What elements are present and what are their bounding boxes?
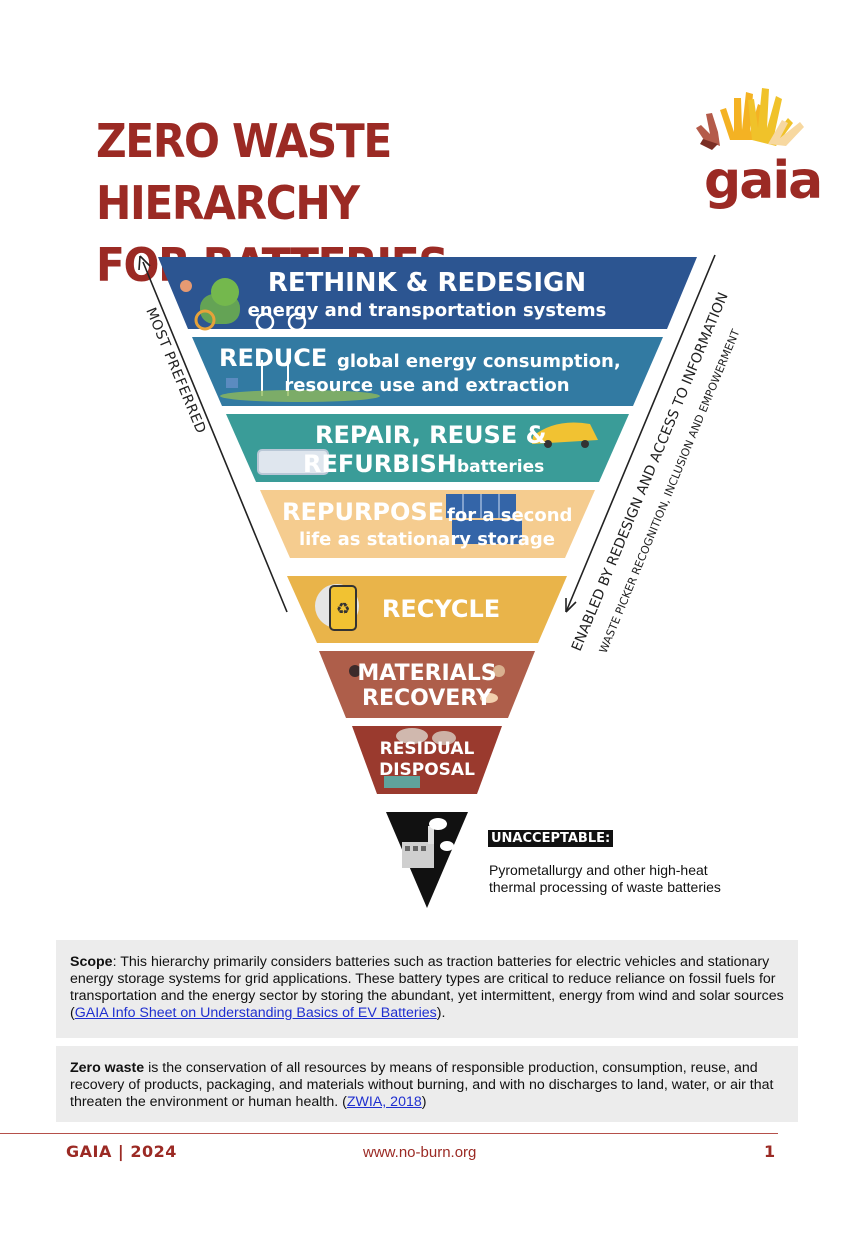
- tier-2-sub-1: global energy consumption,: [337, 351, 621, 372]
- tier-5-heading: RECYCLE: [382, 595, 500, 623]
- tier-recycle: ♻ RECYCLE: [287, 576, 567, 643]
- footer-org-year: GAIA | 2024: [66, 1142, 177, 1161]
- zero-waste-box: Zero waste is the conservation of all re…: [56, 1046, 798, 1122]
- unacceptable-description: Pyrometallurgy and other high-heat therm…: [489, 862, 769, 896]
- unacceptable-line-1: Pyrometallurgy and other high-heat: [489, 862, 708, 878]
- gaia-logo: gaia: [696, 88, 820, 210]
- tier-2-heading: REDUCE: [219, 344, 327, 372]
- hands-icon: [696, 88, 804, 150]
- tier-3-heading-2: REFURBISH: [303, 450, 457, 478]
- unacceptable-triangle: [386, 812, 468, 908]
- zero-waste-label: Zero waste: [70, 1060, 145, 1076]
- tier-4-sub-2: life as stationary storage: [299, 529, 555, 550]
- scope-label: Scope: [70, 954, 113, 970]
- solar-panel-icon: [446, 494, 522, 544]
- tier-3-sub: batteries: [457, 457, 544, 477]
- scope-box: Scope: This hierarchy primarily consider…: [56, 940, 798, 1038]
- tier-3-heading-1: REPAIR, REUSE &: [315, 421, 547, 449]
- tier-repurpose: REPURPOSE for a second life as stationar…: [260, 490, 595, 558]
- tier-reduce: REDUCE global energy consumption, resour…: [192, 337, 663, 406]
- unacceptable-label: UNACCEPTABLE:: [488, 830, 614, 847]
- scope-end: ).: [436, 1005, 446, 1021]
- tier-7-heading-1: RESIDUAL: [380, 739, 475, 759]
- tier-6-heading-2: RECOVERY: [362, 686, 493, 711]
- tier-rethink-redesign: RETHINK & REDESIGN energy and transporta…: [158, 257, 697, 332]
- logo-text: gaia: [704, 151, 820, 210]
- title-line-1: ZERO WASTE HIERARCHY: [96, 114, 392, 230]
- tier-2-sub-2: resource use and extraction: [284, 375, 569, 396]
- ev-batteries-link[interactable]: GAIA Info Sheet on Understanding Basics …: [74, 1005, 437, 1021]
- tier-1-heading: RETHINK & REDESIGN: [268, 268, 586, 298]
- tier-residual-disposal: RESIDUAL DISPOSAL: [352, 726, 502, 794]
- page-number: 1: [764, 1142, 776, 1161]
- tier-4-heading: REPURPOSE: [282, 498, 444, 526]
- recycle-icon: ♻: [336, 601, 350, 618]
- zwia-link[interactable]: ZWIA, 2018: [346, 1094, 422, 1110]
- tier-6-heading-1: MATERIALS: [357, 661, 496, 686]
- scope-text: : This hierarchy primarily considers bat…: [70, 954, 784, 1021]
- tier-7-heading-2: DISPOSAL: [379, 760, 475, 780]
- zero-waste-end: ): [421, 1094, 427, 1110]
- footer-rule: [0, 1133, 778, 1134]
- hierarchy-pyramid: MOST PREFERRED ENABLED BY REDESIGN AND A…: [138, 254, 743, 908]
- unacceptable-line-2: thermal processing of waste batteries: [489, 879, 721, 895]
- tier-4-sub-1: for a second: [447, 505, 572, 526]
- footer-website: www.no-burn.org: [363, 1144, 477, 1161]
- zero-waste-text: is the conservation of all resources by …: [70, 1060, 774, 1110]
- tier-1-sub: energy and transportation systems: [248, 300, 607, 321]
- tier-repair-reuse-refurbish: REPAIR, REUSE & REFURBISH batteries: [226, 414, 629, 482]
- tier-materials-recovery: MATERIALS RECOVERY: [319, 651, 535, 718]
